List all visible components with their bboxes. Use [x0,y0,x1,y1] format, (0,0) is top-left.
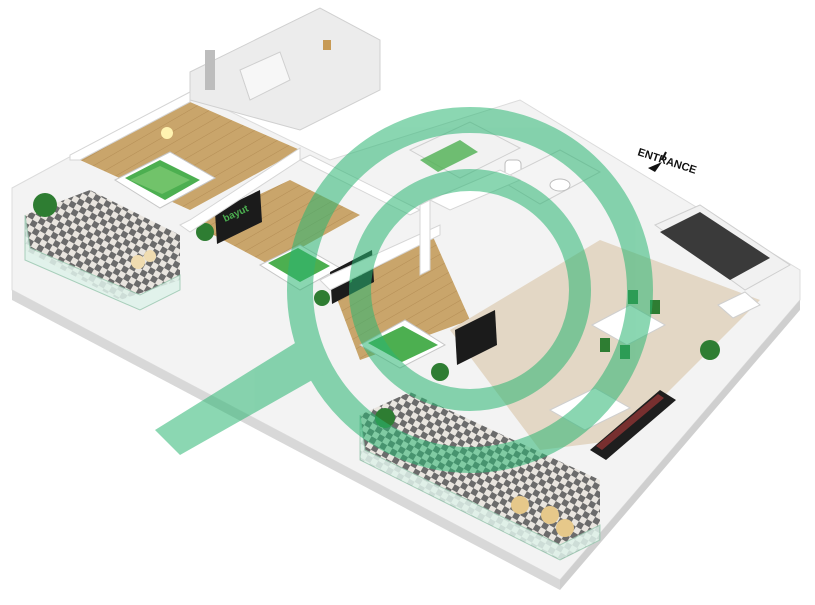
shower-fixture [205,50,215,90]
kitchen-counter [660,212,770,280]
entrance-marker: ENTRANCE [636,146,698,176]
bathroom-top [189,7,381,131]
plant-icon [314,290,330,306]
chair-icon [600,338,610,352]
sofa [590,390,676,460]
island [717,291,761,319]
towel [323,40,331,50]
tv-bedroom-2: bayut [215,190,262,244]
sink-icon [549,178,571,192]
lamp-icon [161,127,173,139]
bath-green-bed [420,140,478,172]
tv-living [455,310,497,365]
kitchen [654,204,791,319]
chair-icon [144,250,156,262]
plant-icon [33,193,57,217]
plant-icon [700,340,720,360]
entrance-label: ENTRANCE [636,146,698,176]
bayut-watermark-logo [155,107,653,473]
chair-icon [131,255,145,269]
master-bed [113,151,217,209]
plant-icon [196,223,214,241]
arrow-down-icon [648,162,662,172]
plant-icon [431,363,449,381]
left-balcony [24,190,181,311]
balcony-chairs [511,496,574,537]
chair-icon [650,300,660,314]
master-bedroom [69,91,300,210]
vanity [239,51,291,101]
